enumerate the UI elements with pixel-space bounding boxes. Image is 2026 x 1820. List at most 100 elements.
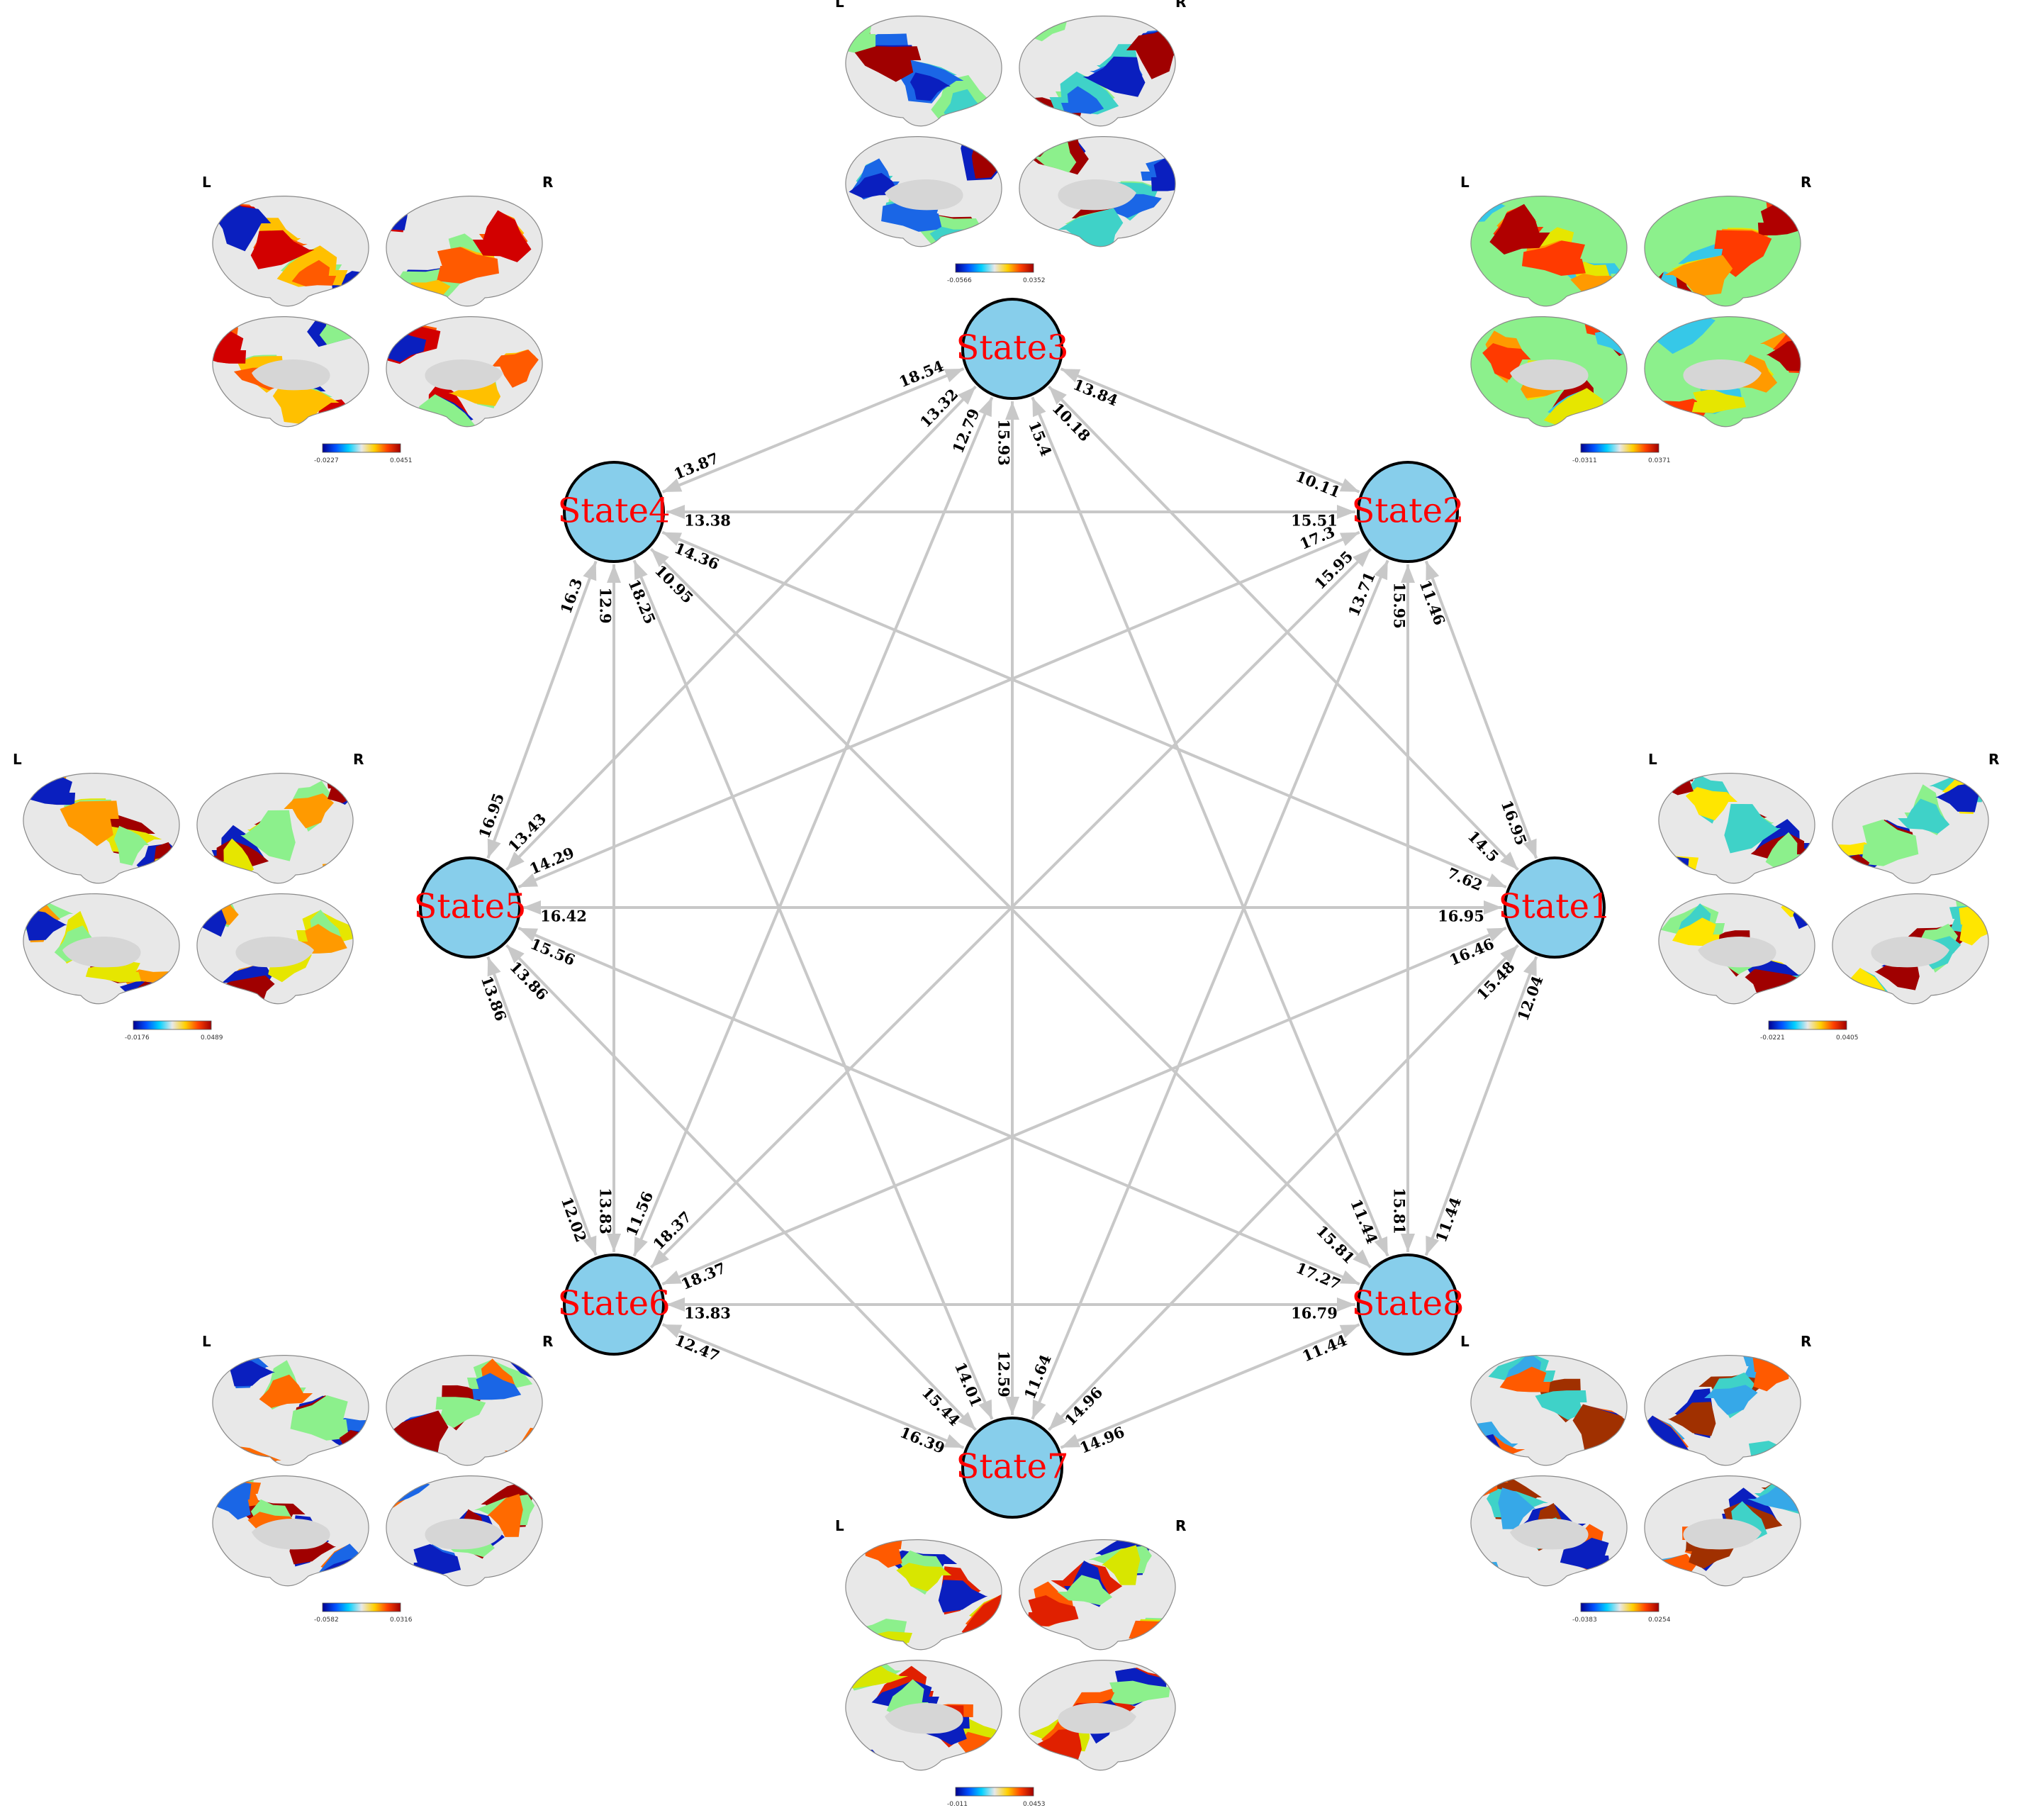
colorbar xyxy=(1580,1602,1660,1612)
brain-outline xyxy=(1470,316,1628,428)
brain-region xyxy=(1832,854,1870,883)
arrow-head-to-s2 xyxy=(1337,505,1355,519)
edge-label-s2-s8-near-s8: 15.81 xyxy=(1391,1188,1409,1234)
medial-brain-view-right xyxy=(1644,316,1801,428)
medial-brain-view-left xyxy=(1470,1475,1628,1587)
edge-line xyxy=(517,530,1360,889)
brain-outline xyxy=(23,893,180,1005)
brain-midline xyxy=(425,1519,503,1550)
brain-region xyxy=(1470,1561,1502,1586)
edge-label-s5-s7-near-s5: 13.86 xyxy=(506,958,552,1004)
lateral-brain-view-right xyxy=(386,1354,543,1466)
brain-region xyxy=(1572,1404,1628,1456)
edge-label-s5-s6-near-s5: 13.86 xyxy=(478,973,510,1023)
state-node-circle xyxy=(563,461,665,563)
lateral-brain-view-right xyxy=(196,772,354,884)
brain-region xyxy=(386,1410,449,1463)
brain-region xyxy=(1667,1402,1716,1436)
edge-line xyxy=(1048,385,1519,871)
edge-label-s4-s1-near-s4: 14.36 xyxy=(672,539,722,574)
hemisphere-right-label: R xyxy=(542,174,553,191)
edge-label-s3-s7-near-s3: 15.93 xyxy=(995,419,1013,466)
edge-s3-s1 xyxy=(1048,385,1519,871)
brain-outline xyxy=(1644,195,1801,307)
edge-label-s5-s6-near-s6: 12.02 xyxy=(558,1195,591,1244)
arrow-head-to-s5 xyxy=(487,838,501,859)
edge-label-s7-s8-near-s7: 14.96 xyxy=(1077,1423,1126,1457)
hemisphere-right-label: R xyxy=(1175,1517,1186,1534)
arrow-head-to-s8 xyxy=(1401,1234,1415,1252)
hemisphere-right-label: R xyxy=(1801,174,1811,191)
brain-region xyxy=(1658,856,1699,883)
brain-region xyxy=(437,247,499,284)
brain-region xyxy=(1034,1729,1082,1762)
brain-region xyxy=(1057,1575,1113,1606)
brain-region xyxy=(1598,1560,1628,1586)
brain-outline xyxy=(1832,772,1989,884)
colorbar-min-label: -0.0311 xyxy=(1572,457,1597,464)
hemisphere-left-label: L xyxy=(835,1517,844,1534)
edge-s8-s1 xyxy=(1424,956,1538,1256)
brain-region xyxy=(1535,1390,1587,1420)
lateral-brain-view-left xyxy=(1658,772,1815,884)
brain-region xyxy=(1704,1385,1758,1415)
edge-label-s4-s7-near-s7: 14.01 xyxy=(951,1360,985,1409)
brain-region xyxy=(60,800,119,847)
brain-region xyxy=(896,1563,952,1592)
hemisphere-left-label: L xyxy=(1460,174,1470,191)
brain-outline xyxy=(1658,772,1815,884)
brain-region xyxy=(113,825,150,866)
medial-brain-view-left xyxy=(845,135,1002,247)
arrow-head-to-s6 xyxy=(651,1249,669,1268)
hemisphere-right-label: R xyxy=(1175,0,1186,11)
hemisphere-left-label: L xyxy=(202,174,211,191)
colorbar-min-label: -0.0383 xyxy=(1572,1617,1597,1624)
brain-midline xyxy=(1871,937,1949,968)
hemisphere-right-label: R xyxy=(1801,1333,1811,1350)
brain-midline xyxy=(1058,179,1136,211)
brain-region xyxy=(319,316,364,345)
lateral-brain-view-left xyxy=(845,15,1002,127)
state-node-circle xyxy=(961,1417,1063,1519)
edge-line xyxy=(632,396,994,1257)
arrow-head-to-s4 xyxy=(583,561,597,581)
brain-region xyxy=(301,924,347,954)
brain-region xyxy=(971,143,1002,179)
edge-s5-s8 xyxy=(517,927,1360,1285)
edge-line xyxy=(632,559,994,1420)
arrow-head-to-s4 xyxy=(666,505,685,519)
brain-region xyxy=(1793,893,1815,929)
edge-label-s6-s8-near-s6: 13.83 xyxy=(684,1305,731,1322)
arrow-head-to-s8 xyxy=(1337,1297,1355,1312)
edge-label-s4-s5-near-s4: 16.3 xyxy=(556,576,586,616)
edge-line xyxy=(486,560,598,859)
arrow-head-to-s8 xyxy=(1339,1324,1360,1339)
brain-outline xyxy=(845,135,1002,247)
edge-label-s4-s6-near-s6: 13.83 xyxy=(597,1188,615,1234)
brain-midline xyxy=(1510,359,1589,391)
brain-region xyxy=(1498,1487,1535,1529)
brain-region xyxy=(339,1430,369,1466)
brain-midline xyxy=(1683,359,1762,391)
arrow-head-to-s4 xyxy=(662,478,683,492)
state-node-circle xyxy=(1357,1254,1459,1356)
brain-region xyxy=(1034,138,1077,173)
hemisphere-right-label: R xyxy=(1988,751,1999,768)
edge-line xyxy=(661,1323,965,1449)
arrow-head-to-s3 xyxy=(944,369,964,383)
colorbar-max-label: 0.0371 xyxy=(1648,457,1671,464)
state-node-s8: State8 xyxy=(1351,1254,1465,1356)
brain-region xyxy=(1748,1441,1801,1466)
arrow-head-to-s1 xyxy=(1523,838,1537,859)
state-node-circle xyxy=(1357,461,1459,563)
brain-outline xyxy=(845,1539,1002,1651)
brain-region xyxy=(854,46,922,82)
brain-outline xyxy=(212,1475,369,1587)
edge-label-s2-s1-near-s1: 16.95 xyxy=(1498,798,1530,847)
arrow-head-to-s2 xyxy=(1353,549,1371,567)
arrow-head-to-s7 xyxy=(978,1399,992,1419)
edge-s6-s7 xyxy=(661,1323,965,1449)
edge-label-s7-s1-near-s7: 14.96 xyxy=(1061,1383,1107,1429)
brain-region xyxy=(1082,56,1146,97)
